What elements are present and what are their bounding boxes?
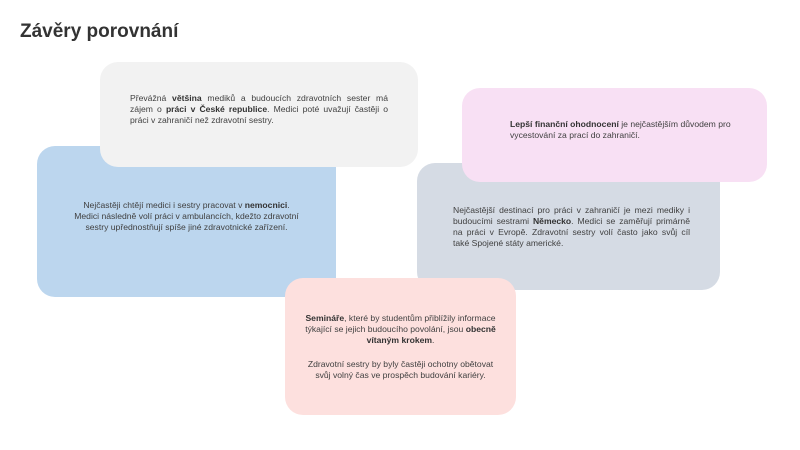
card-text: Semináře, které by studentům přiblížily … <box>305 312 496 345</box>
emphasis: Německo <box>532 215 572 226</box>
card-text: Nejčastěji chtějí medici i sestry pracov… <box>74 200 299 232</box>
card-hospital-preference: Nejčastěji chtějí medici i sestry pracov… <box>37 146 336 297</box>
card-financial-reason: Lepší finanční ohodnocení je nejčastější… <box>462 88 767 182</box>
emphasis: Semináře <box>305 312 345 323</box>
card-text: Převážná většina mediků a budoucích zdra… <box>130 93 388 125</box>
slide-title: Závěry porovnání <box>20 21 179 42</box>
emphasis: Lepší finanční ohodnocení <box>510 119 619 129</box>
emphasis: nemocnici <box>244 200 288 210</box>
card-text: Lepší finanční ohodnocení je nejčastější… <box>510 119 731 140</box>
card-abroad-destination: Nejčastější destinací pro práci v zahran… <box>417 163 720 290</box>
emphasis: práci v České republice <box>165 104 268 114</box>
card-text-secondary: Zdravotní sestry by byly častěji ochotny… <box>307 358 494 380</box>
card-text: Nejčastější destinací pro práci v zahran… <box>453 204 690 248</box>
card-seminars: Semináře, které by studentům přiblížily … <box>285 278 516 415</box>
emphasis: obecně vítaným krokem <box>366 323 496 345</box>
emphasis: většina <box>172 93 202 103</box>
card-czech-work-interest: Převážná většina mediků a budoucích zdra… <box>100 62 418 167</box>
